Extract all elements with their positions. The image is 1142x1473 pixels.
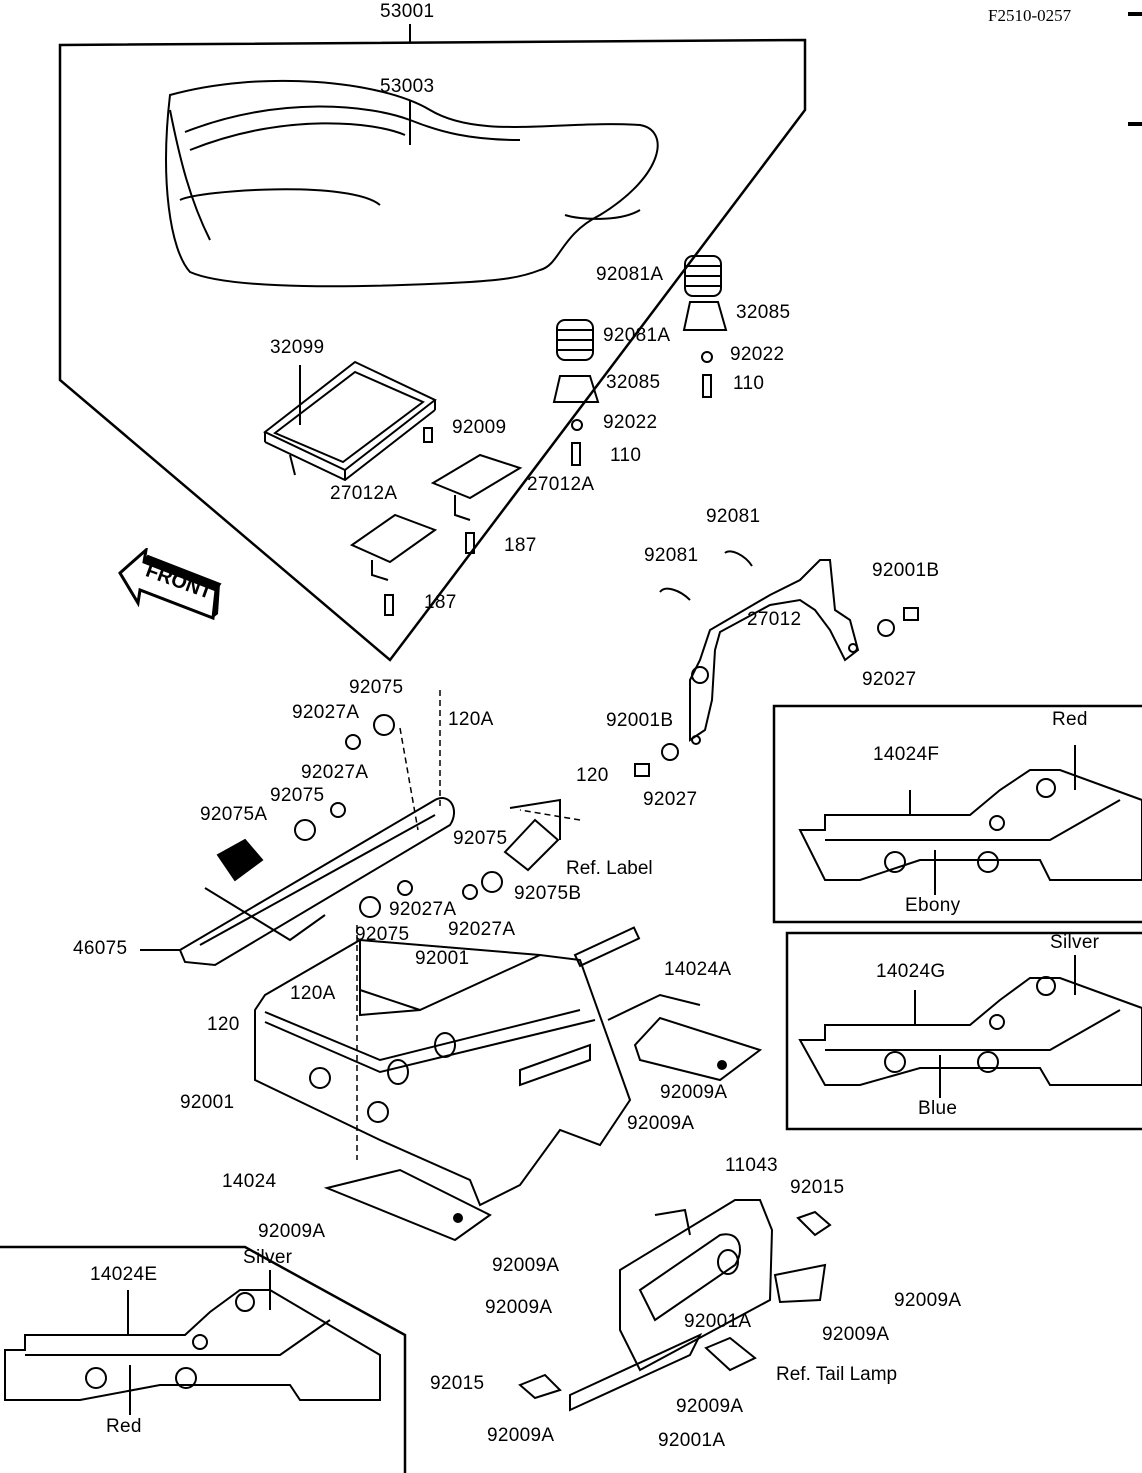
part-label-92027A-4: 92027A	[448, 919, 516, 940]
brackets-27012A	[349, 453, 523, 616]
part-label-92022-1: 92022	[730, 344, 785, 365]
part-label-120A-1: 120A	[448, 709, 494, 730]
part-label-92027-2: 92027	[643, 789, 698, 810]
part-label-92009A-3: 92009A	[258, 1221, 326, 1242]
cowl-silhouette-f	[798, 745, 1142, 895]
part-label-92009A-9: 92009A	[487, 1425, 555, 1446]
cowl-silhouette-e	[4, 1270, 381, 1415]
seat	[165, 79, 659, 288]
part-label-92081-1: 92081	[706, 506, 761, 527]
cowl-silhouette-g	[798, 955, 1142, 1098]
part-label-11043: 11043	[725, 1155, 778, 1176]
part-label-32099: 32099	[270, 337, 325, 358]
dashed-leaders	[356, 690, 581, 1160]
springs	[552, 255, 728, 466]
part-label-14024: 14024	[222, 1171, 277, 1192]
part-label-92081-2: 92081	[644, 545, 699, 566]
part-label-92027A-2: 92027A	[301, 762, 369, 783]
grab-rail	[140, 797, 561, 967]
ref-tail-lamp-text: Ref. Tail Lamp	[776, 1364, 898, 1385]
part-label-120A-2: 120A	[290, 983, 336, 1004]
part-label-92001-2: 92001	[180, 1092, 235, 1113]
variant-box-14024G	[785, 931, 1142, 1131]
variant-top-color-f: Red	[1052, 709, 1088, 730]
part-label-92009: 92009	[452, 417, 507, 438]
part-label-92027-1: 92027	[862, 669, 917, 690]
part-label-53003: 53003	[380, 76, 435, 97]
part-label-92081A-2: 92081A	[603, 325, 671, 346]
seat-tray	[263, 360, 437, 482]
variant-bottom-color-f: Ebony	[905, 895, 961, 916]
part-label-92001B-1: 92001B	[872, 560, 940, 581]
ref-label-text: Ref. Label	[566, 858, 653, 879]
part-label-187-2: 187	[424, 592, 457, 613]
variant-part-14024F: 14024F	[873, 744, 940, 765]
margin-mark	[1128, 122, 1142, 126]
part-label-187-1: 187	[504, 535, 537, 556]
part-label-53001: 53001	[380, 1, 435, 22]
tail-cowl	[254, 926, 641, 1207]
part-label-110-2: 110	[610, 445, 642, 466]
part-label-92009A-4: 92009A	[492, 1255, 560, 1276]
under-plates	[323, 993, 763, 1242]
part-label-92075-3: 92075	[453, 828, 508, 849]
part-label-92081A-1: 92081A	[596, 264, 664, 285]
part-label-32085-2: 32085	[606, 372, 661, 393]
variant-top-color-g: Silver	[1050, 932, 1100, 953]
part-label-92009A-2: 92009A	[627, 1113, 695, 1134]
part-label-92022-2: 92022	[603, 412, 658, 433]
part-label-92001A-2: 92001A	[658, 1430, 726, 1451]
variant-box-14024E	[0, 1245, 407, 1473]
part-label-110-1: 110	[733, 373, 765, 394]
part-label-27012A-1: 27012A	[527, 474, 595, 495]
variant-bottom-color-g: Blue	[918, 1098, 958, 1119]
part-label-92001A-1: 92001A	[684, 1311, 752, 1332]
variant-part-14024G: 14024G	[876, 961, 946, 982]
front-arrow-icon: FRONT	[118, 548, 222, 621]
part-label-92075A: 92075A	[200, 804, 268, 825]
part-label-92009A-1: 92009A	[660, 1082, 728, 1103]
bracket-27012	[634, 550, 919, 777]
part-label-92001-1: 92001	[415, 948, 470, 969]
seat-group-boundary	[58, 38, 807, 662]
end-caps	[216, 714, 560, 918]
part-label-92015-1: 92015	[790, 1177, 845, 1198]
part-label-120-1: 120	[576, 765, 609, 786]
part-label-92027A-1: 92027A	[292, 702, 360, 723]
part-label-32085-1: 32085	[736, 302, 791, 323]
part-label-92009A-5: 92009A	[894, 1290, 962, 1311]
margin-mark	[1128, 12, 1142, 16]
part-label-92009A-6: 92009A	[485, 1297, 553, 1318]
part-label-92015-2: 92015	[430, 1373, 485, 1394]
part-label-27012: 27012	[747, 609, 802, 630]
variant-part-14024E: 14024E	[90, 1264, 158, 1285]
part-label-46075: 46075	[73, 938, 128, 959]
part-label-92027A-3: 92027A	[389, 899, 457, 920]
part-label-92009A-8: 92009A	[676, 1396, 744, 1417]
part-label-92075-1: 92075	[349, 677, 404, 698]
part-label-92009A-7: 92009A	[822, 1324, 890, 1345]
part-label-92001B-2: 92001B	[606, 710, 674, 731]
rear-bracket-11043	[518, 1199, 832, 1412]
part-label-27012A-2: 27012A	[330, 483, 398, 504]
part-label-120-2: 120	[207, 1014, 240, 1035]
document-code: F2510-0257	[988, 6, 1072, 25]
part-label-92075-2: 92075	[270, 785, 325, 806]
part-label-92075B: 92075B	[514, 883, 582, 904]
variant-bottom-color-e: Red	[106, 1416, 142, 1437]
part-label-92075-4: 92075	[355, 924, 410, 945]
part-label-14024A: 14024A	[664, 959, 732, 980]
variant-top-color-e: Silver	[243, 1247, 293, 1268]
variant-box-14024F	[772, 704, 1142, 924]
